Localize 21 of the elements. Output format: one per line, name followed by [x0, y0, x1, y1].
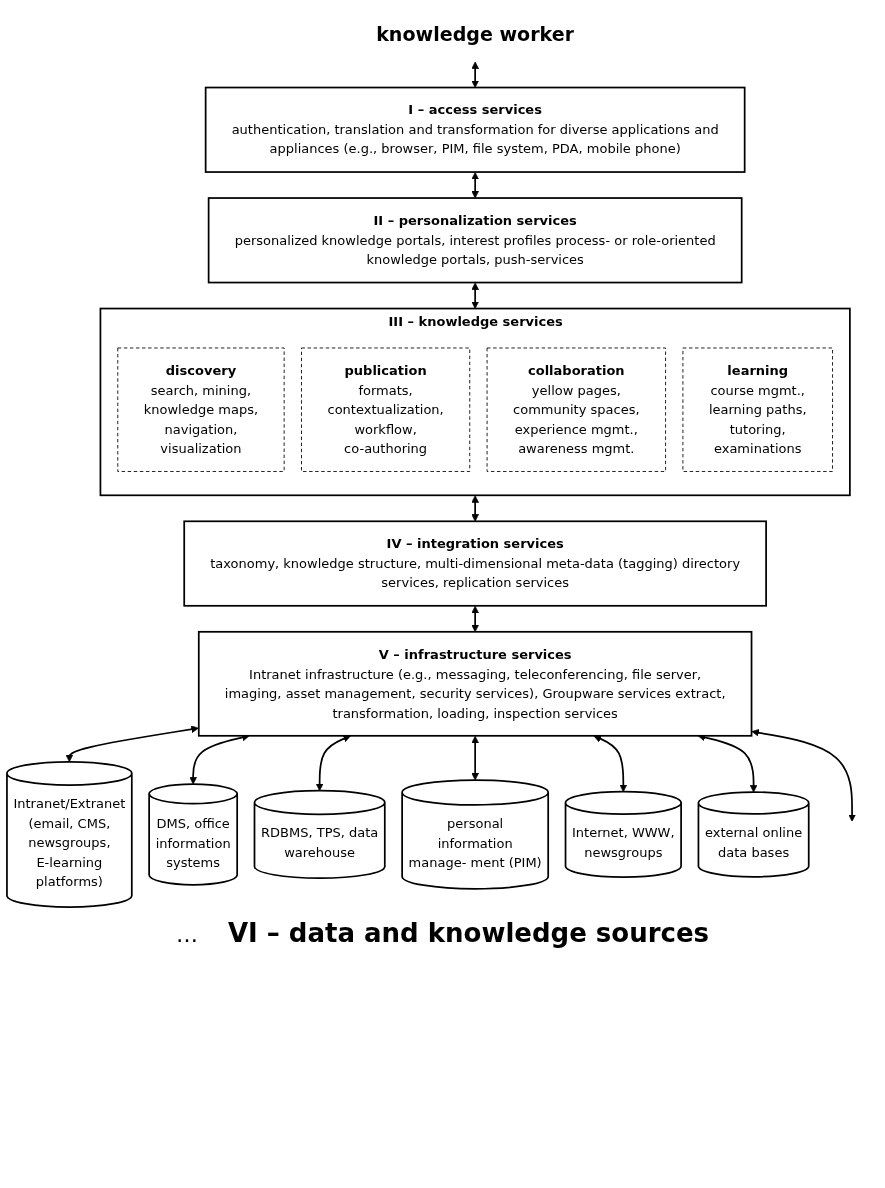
arrow	[471, 605, 479, 633]
arrow	[471, 172, 479, 199]
arrow	[471, 282, 479, 309]
ellipsis-text: …	[175, 922, 198, 948]
arrow	[315, 735, 351, 792]
arrow	[65, 725, 199, 763]
arrow	[593, 735, 628, 793]
arrow	[471, 61, 479, 88]
arrow	[471, 735, 479, 781]
node-box: IV – integration services taxonomy, knowledge structure, multi-dimensional meta-data (tagging) directory services, replication services	[183, 520, 767, 607]
node-box: II – personalization services personalized knowledge portals, interest profiles process- or role-oriented knowledge portals, push-services	[207, 197, 743, 284]
arrow	[751, 728, 856, 822]
node-box: I – access services authentication, translation and transformation for diverse applications and appliances (e.g., browser, PIM, file system, PDA, mobile phone)	[204, 86, 746, 173]
node-box: discovery search, mining, knowledge maps, navigation, visualization	[117, 347, 285, 472]
node-box: publication formats, contextualization, workflow, co-authoring	[301, 347, 471, 472]
arrow	[471, 495, 479, 522]
node-box: collaboration yellow pages, community spaces, experience mgmt., awareness mgmt.	[486, 347, 666, 472]
layer-heading: VI – data and knowledge sources	[227, 918, 710, 949]
node-text: knowledge worker	[376, 23, 575, 46]
node-box: V – infrastructure services Intranet infrastructure (e.g., messaging, teleconferencing, file server, imaging, asset management, security services), Groupware services extract, transformation, loading, inspection services	[197, 630, 753, 737]
node-box: learning course mgmt., learning paths, tutoring, examinations	[682, 347, 833, 472]
